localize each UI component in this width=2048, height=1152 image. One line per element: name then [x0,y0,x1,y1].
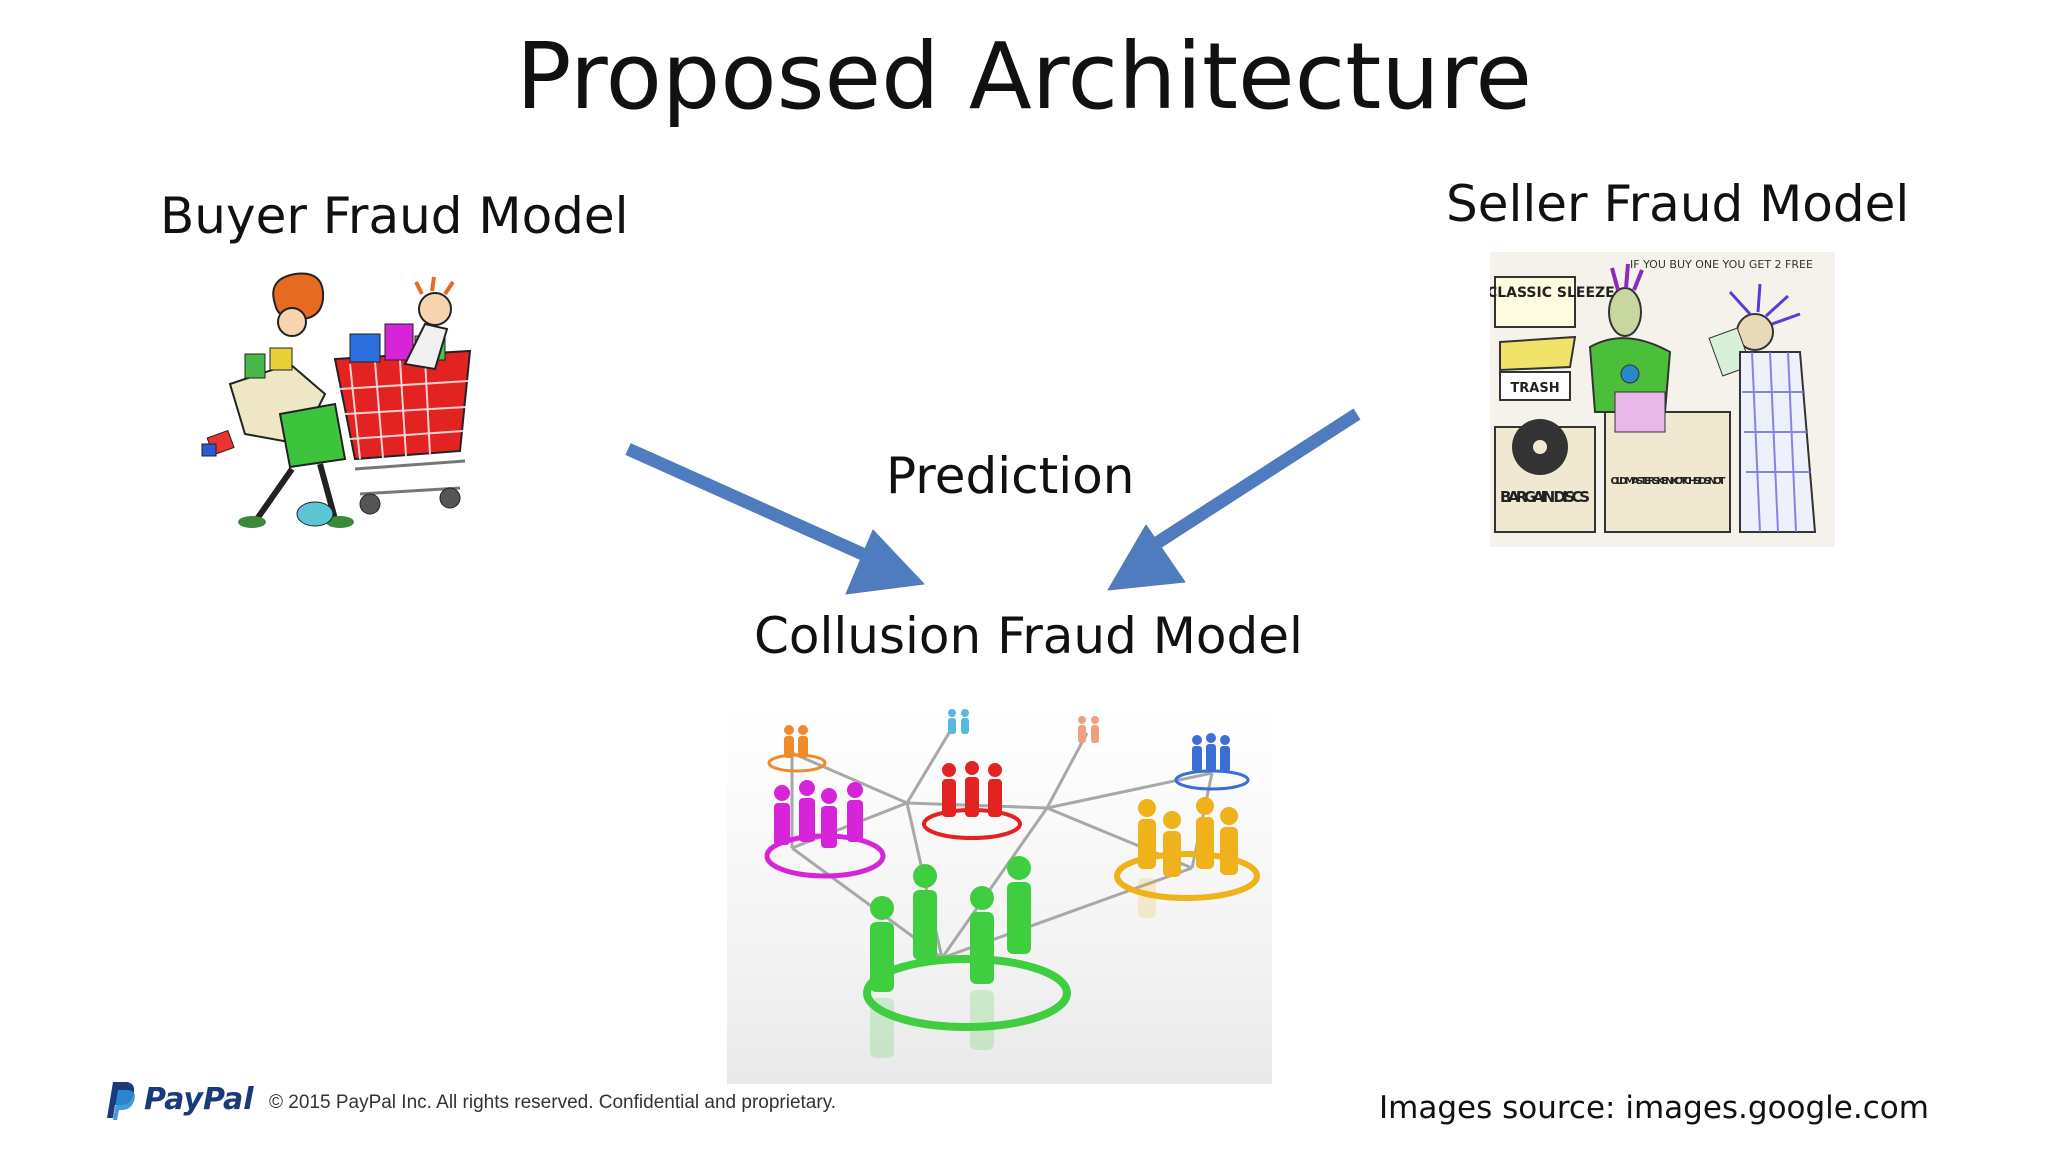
paypal-logo [99,1078,259,1122]
right-arrow-shaft [1142,408,1361,556]
crate-right-text: OLD MASTERS KEN KOTCH SID SNOT [1611,476,1726,487]
left-arrow-shaft [625,443,879,566]
right-arrowhead-icon [1107,524,1186,591]
speech-text: IF YOU BUY ONE YOU GET 2 FREE [1630,258,1813,271]
slide-title: Proposed Architecture [515,23,1533,130]
sign-b-text: TRASH [1510,381,1559,396]
shopping-cart-cartoon-icon [201,272,472,528]
buyer-fraud-model-label: Buyer Fraud Model [160,187,629,245]
prediction-label: Prediction [886,447,1135,505]
collusion-network-image [727,708,1272,1084]
seller-fraud-model-label: Seller Fraud Model [1446,175,1910,233]
record-shop-cartoon-icon: A-Z CLASSIC SLEEZE TRASH IF YOU BUY ONE … [1455,258,1817,533]
people-network-graphic-icon [764,709,1260,1058]
buyer-shopping-cart-image [200,264,540,554]
copyright-notice: © 2015 PayPal Inc. All rights reserved. … [269,1092,837,1113]
paypal-logo-icon [107,1082,135,1120]
crate-left-text: BARGAIN DISCS [1500,488,1590,506]
sign-a-text: A-Z CLASSIC SLEEZE [1490,285,1615,301]
left-arrowhead-icon [845,529,925,595]
collusion-fraud-model-label: Collusion Fraud Model [754,607,1303,665]
seller-record-shop-image: A-Z CLASSIC SLEEZE TRASH IF YOU BUY ONE … [1455,252,1835,547]
paypal-logo-text: PayPal [144,1082,254,1117]
images-source-note: Images source: images.google.com [1379,1090,1929,1126]
